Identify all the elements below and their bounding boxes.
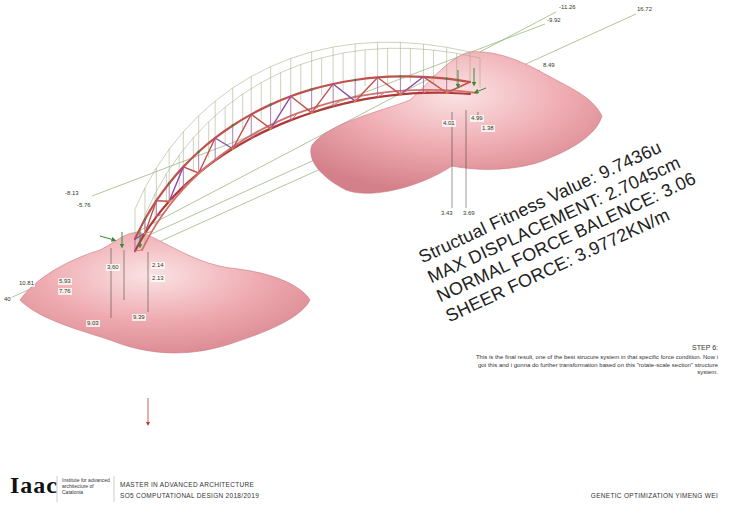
project-credit: GENETIC OPTIMIZATION YIMENG WEI (591, 492, 718, 499)
wireframe (135, 42, 480, 245)
force-value: 3.43 (440, 210, 454, 217)
force-value: 4.01 (442, 120, 456, 127)
truss-chords (135, 76, 477, 251)
programme-name: MASTER IN ADVANCED ARCHITECTURE (120, 481, 254, 488)
force-value: 40 (3, 296, 12, 303)
terrain-right (311, 52, 602, 194)
terrain-left (20, 233, 310, 353)
force-value: 1.38 (481, 125, 495, 132)
support-arrows (100, 68, 486, 246)
force-value: -5.76 (76, 202, 92, 209)
force-value: 4.99 (470, 115, 484, 122)
force-value: 9.03 (86, 320, 100, 327)
reaction-lines (111, 110, 478, 318)
force-value: -11.26 (558, 4, 577, 11)
force-markers (144, 75, 448, 234)
step-heading: STEP 6: (692, 344, 718, 352)
course-name: SO5 COMPUTATIONAL DESIGN 2018/2019 (120, 492, 259, 499)
force-value: 2.14 (151, 262, 165, 269)
bridge-truss (135, 42, 480, 251)
force-value: 3.69 (462, 210, 476, 217)
force-value: -8.13 (64, 190, 80, 197)
institute-name: Institute for advanced architecture of C… (62, 478, 110, 495)
force-value: 5.93 (58, 278, 72, 285)
force-value: 7.76 (58, 288, 72, 295)
force-value: 8.49 (542, 62, 556, 69)
step-note: This is the final result, one of the bes… (468, 354, 718, 377)
force-value: 3.60 (106, 264, 120, 271)
logo: Iaac (10, 472, 58, 498)
force-value: 16.72 (636, 6, 653, 13)
load-arrow (148, 398, 149, 424)
force-value: 9.39 (132, 314, 146, 321)
force-value: 10.81 (18, 280, 35, 287)
force-value: 2.13 (151, 275, 165, 282)
footer-rules (57, 476, 114, 502)
force-value: -9.92 (546, 17, 562, 24)
truss-web (135, 76, 470, 251)
